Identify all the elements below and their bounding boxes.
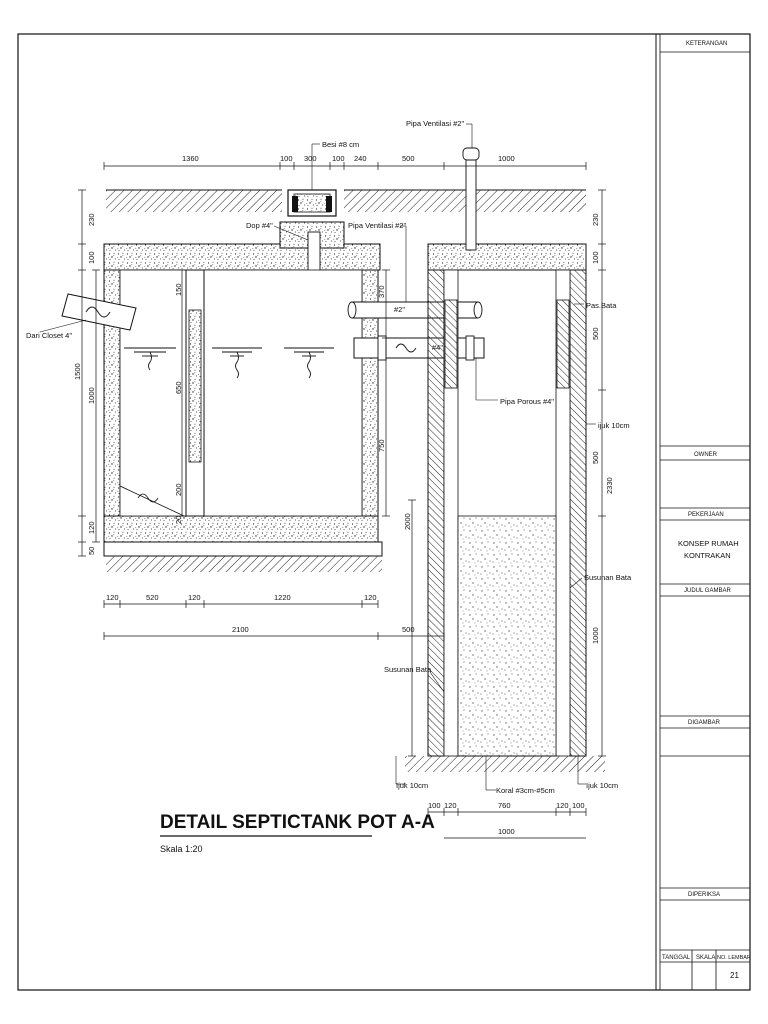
dim-w-100a: 100: [428, 801, 441, 810]
dim-b-120b: 120: [188, 593, 201, 602]
dim-r-500b: 500: [591, 451, 600, 464]
dim-100a: 100: [280, 154, 293, 163]
tb-skala: SKALA: [696, 955, 715, 961]
dim-b-500: 500: [402, 625, 415, 634]
dim-300: 300: [304, 154, 317, 163]
dim-in-150: 150: [174, 283, 183, 296]
dim-r-2330: 2330: [605, 477, 614, 494]
pipe-2in: [347, 301, 483, 319]
title-block: [655, 33, 751, 991]
dim-b-120a: 120: [106, 593, 119, 602]
dim-in-200: 200: [174, 483, 183, 496]
dim-b-2100: 2100: [232, 625, 249, 634]
dim-w-120a: 120: [444, 801, 457, 810]
tb-digambar: DIGAMBAR: [688, 720, 721, 726]
dim-b-120c: 120: [364, 593, 377, 602]
dim-w-760: 760: [498, 801, 511, 810]
dim-500-top: 500: [402, 154, 415, 163]
tb-project-line2: KONTRAKAN: [684, 551, 731, 560]
dim-r-100: 100: [591, 251, 600, 264]
label-pipa-ventilasi-mid: Pipa Ventilasi #2": [348, 221, 406, 230]
tb-sheet-no: 21: [730, 971, 739, 980]
dim-left-100: 100: [87, 251, 96, 264]
dim-left-1000: 1000: [87, 387, 96, 404]
label-ijuk-right-bottom: Ijuk 10cm: [586, 781, 618, 790]
dim-r-1000: 1000: [591, 627, 600, 644]
tank-base: [103, 541, 383, 557]
label-ijuk-left: Ijuk 10cm: [396, 781, 428, 790]
label-dari-closet: Dari Closet 4": [26, 331, 72, 340]
dim-left-230: 230: [87, 213, 96, 226]
dim-mid-750: 750: [377, 439, 386, 452]
dim-w-1000: 1000: [498, 827, 515, 836]
label-pas-bata: Pas.Bata: [586, 301, 617, 310]
dim-mid-370: 370: [377, 285, 386, 298]
tb-judul-gambar: JUDUL GAMBAR: [684, 588, 731, 594]
dim-b-1220: 1220: [274, 593, 291, 602]
dimension-lines: [78, 162, 606, 839]
dim-w-100b: 100: [572, 801, 585, 810]
dim-left-50: 50: [87, 547, 96, 555]
tb-tanggal: TANGGAL: [662, 955, 691, 961]
label-susunan-bata-left: Susunan Bata: [384, 665, 432, 674]
label-pipa-porous: Pipa Porous #4": [500, 397, 554, 406]
dim-left-120: 120: [87, 521, 96, 534]
pipe-4in: [353, 335, 485, 361]
dim-r-230: 230: [591, 213, 600, 226]
dim-240: 240: [354, 154, 367, 163]
vent-pipe: [462, 147, 480, 251]
well-wall-right: [569, 269, 587, 757]
dim-1000-top: 1000: [498, 154, 515, 163]
dim-w-120b: 120: [556, 801, 569, 810]
soil-bottom-well: [405, 756, 605, 772]
dim-in-650: 650: [174, 381, 183, 394]
dim-1360: 1360: [182, 154, 199, 163]
dim-in-20: 20: [174, 516, 183, 524]
soil-top-right: [344, 190, 586, 212]
tank-interior: [119, 269, 363, 517]
label-koral: Koral #3cm-#5cm: [496, 786, 555, 795]
label-pipe-2: #2": [394, 305, 405, 314]
soil-bottom-tank: [106, 556, 382, 572]
dim-r-500a: 500: [591, 327, 600, 340]
inlet-pipe: [61, 293, 137, 331]
leader-lines: [39, 123, 596, 791]
tb-keterangan: KETERANGAN: [686, 41, 727, 47]
dim-100b: 100: [332, 154, 345, 163]
label-besi: Besi #8 cm: [322, 140, 359, 149]
label-susunan-bata-right: Susunan Bata: [584, 573, 632, 582]
label-pipa-ventilasi-top: Pipa Ventilasi #2": [406, 119, 464, 128]
dim-b-520: 520: [146, 593, 159, 602]
label-dop: Dop #4": [246, 221, 273, 230]
gravel-fill: [457, 515, 557, 757]
drawing-title: DETAIL SEPTICTANK POT A-A: [160, 812, 435, 833]
label-pipe-4: #4": [432, 343, 443, 352]
dim-mid-2000: 2000: [403, 513, 412, 530]
tb-no-lembar: NO. LEMBAR: [717, 955, 751, 961]
tb-pekerjaan: PEKERJAAN: [688, 512, 724, 518]
dim-left-1500: 1500: [73, 363, 82, 380]
tank-floor: [103, 515, 379, 543]
drawing-scale: Skala 1:20: [160, 844, 203, 854]
septic-drawing: 1360 100 300 100 240 500 1000 230 100 15…: [26, 119, 632, 854]
tb-diperiksa: DIPERIKSA: [688, 892, 720, 898]
well-slab: [427, 243, 587, 271]
water-levels: [124, 347, 334, 379]
tb-owner: OWNER: [694, 452, 718, 458]
tb-project-line1: KONSEP RUMAH: [678, 539, 739, 548]
label-ijuk-right-mid: ijuk 10cm: [598, 421, 630, 430]
soil-top-left: [106, 190, 282, 212]
